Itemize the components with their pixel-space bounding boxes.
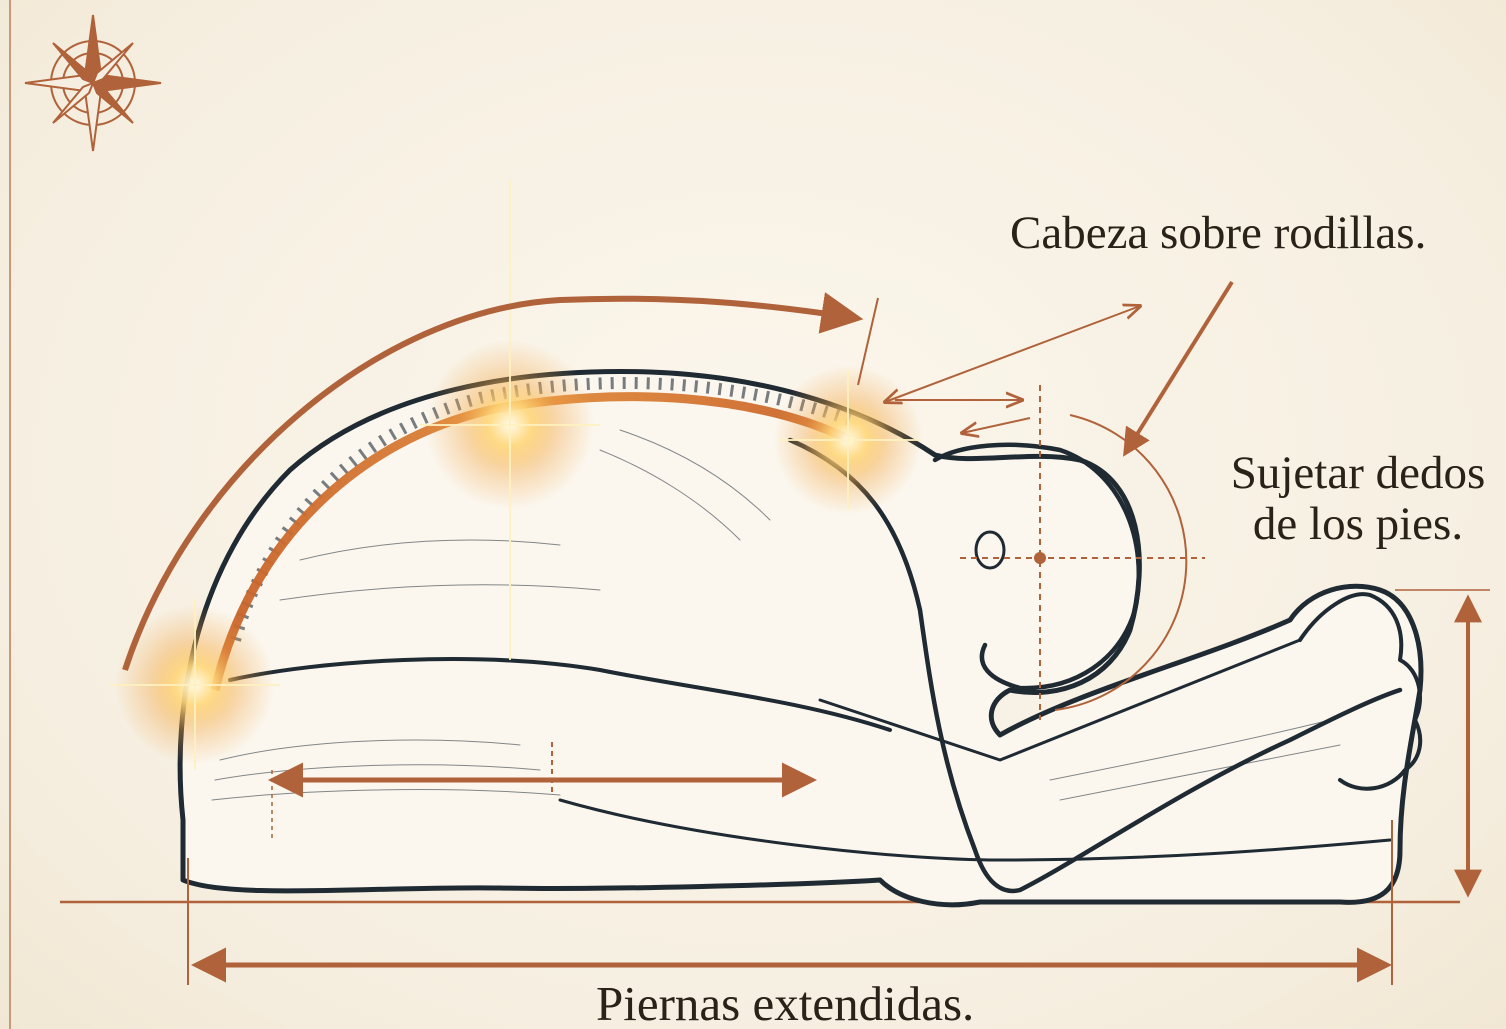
neck-extension-arrow <box>885 306 1140 402</box>
label-legs-extended: Piernas extendidas. <box>596 978 974 1029</box>
head-pointer-arrow <box>1126 282 1232 452</box>
label-hold-toes-line1: Sujetar dedos <box>1218 448 1498 499</box>
neck-short-arrow-2 <box>962 418 1030 433</box>
label-hold-toes: Sujetar dedos de los pies. <box>1218 448 1498 550</box>
label-hold-toes-line2: de los pies. <box>1218 499 1498 550</box>
compass-rose-icon <box>25 15 161 151</box>
label-head-on-knees: Cabeza sobre rodillas. <box>1010 208 1426 259</box>
